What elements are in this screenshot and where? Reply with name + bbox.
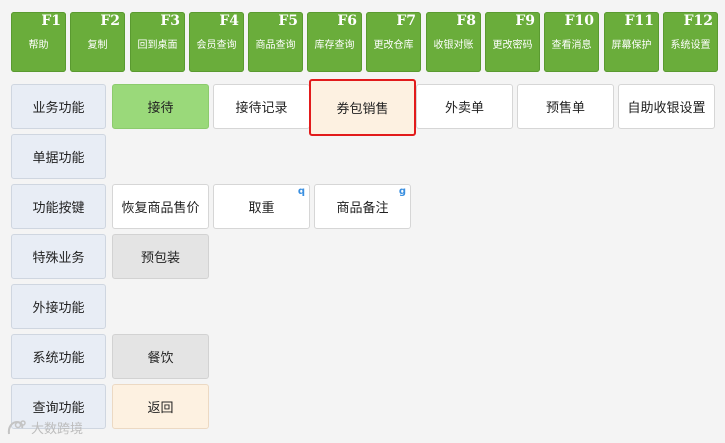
f3-action-label: 回到桌面 bbox=[137, 40, 178, 51]
f11-action-label: 屏幕保护 bbox=[611, 40, 652, 51]
f5-action-label: 商品查询 bbox=[255, 40, 296, 51]
f11-screensaver-button[interactable]: F11 屏幕保护 bbox=[604, 12, 659, 72]
catering-button[interactable]: 餐饮 bbox=[112, 334, 209, 379]
f7-key-label: F7 bbox=[396, 13, 416, 29]
f2-key-label: F2 bbox=[100, 13, 120, 29]
f9-change-password-button[interactable]: F9 更改密码 bbox=[485, 12, 540, 72]
f10-action-label: 查看消息 bbox=[551, 40, 592, 51]
category-system-functions[interactable]: 系统功能 bbox=[11, 334, 106, 379]
fetch-weight-hotkey: q bbox=[297, 186, 305, 197]
f10-key-label: F10 bbox=[564, 13, 594, 29]
f4-action-label: 会员查询 bbox=[196, 40, 237, 51]
f1-help-button[interactable]: F1 帮助 bbox=[11, 12, 66, 72]
f12-system-settings-button[interactable]: F12 系统设置 bbox=[663, 12, 718, 72]
f7-action-label: 更改仓库 bbox=[373, 40, 414, 51]
presale-order-button[interactable]: 预售单 bbox=[517, 84, 614, 129]
restore-product-price-button[interactable]: 恢复商品售价 bbox=[112, 184, 209, 229]
back-button[interactable]: 返回 bbox=[112, 384, 209, 429]
fetch-weight-button[interactable]: 取重 q bbox=[213, 184, 310, 229]
f1-key-label: F1 bbox=[41, 13, 61, 29]
f8-action-label: 收银对账 bbox=[433, 40, 474, 51]
f2-copy-button[interactable]: F2 复制 bbox=[70, 12, 125, 72]
prepackaged-button[interactable]: 预包装 bbox=[112, 234, 209, 279]
function-key-bar: F1 帮助 F2 复制 F3 回到桌面 F4 会员查询 F5 商品查询 F6 库… bbox=[0, 0, 725, 78]
f10-view-messages-button[interactable]: F10 查看消息 bbox=[544, 12, 599, 72]
f4-member-query-button[interactable]: F4 会员查询 bbox=[189, 12, 244, 72]
f6-inventory-query-button[interactable]: F6 库存查询 bbox=[307, 12, 362, 72]
f8-key-label: F8 bbox=[456, 13, 476, 29]
watermark-text: 大数跨境 bbox=[31, 422, 84, 437]
f1-action-label: 帮助 bbox=[28, 40, 49, 51]
takeout-order-button[interactable]: 外卖单 bbox=[416, 84, 513, 129]
f12-action-label: 系统设置 bbox=[670, 40, 711, 51]
category-business-functions[interactable]: 业务功能 bbox=[11, 84, 106, 129]
category-query-functions[interactable]: 查询功能 bbox=[11, 384, 106, 429]
coupon-sales-button[interactable]: 券包销售 bbox=[309, 79, 416, 136]
category-external-functions[interactable]: 外接功能 bbox=[11, 284, 106, 329]
f9-action-label: 更改密码 bbox=[492, 40, 533, 51]
f3-key-label: F3 bbox=[160, 13, 180, 29]
f2-action-label: 复制 bbox=[87, 40, 108, 51]
f7-change-warehouse-button[interactable]: F7 更改仓库 bbox=[366, 12, 421, 72]
f6-action-label: 库存查询 bbox=[314, 40, 355, 51]
f3-back-to-desktop-button[interactable]: F3 回到桌面 bbox=[130, 12, 185, 72]
f4-key-label: F4 bbox=[219, 13, 239, 29]
category-function-keys[interactable]: 功能按键 bbox=[11, 184, 106, 229]
reception-button[interactable]: 接待 bbox=[112, 84, 209, 129]
product-note-label: 商品备注 bbox=[336, 201, 389, 216]
fetch-weight-label: 取重 bbox=[248, 201, 275, 216]
category-special-business[interactable]: 特殊业务 bbox=[11, 234, 106, 279]
f8-cashier-reconcile-button[interactable]: F8 收银对账 bbox=[426, 12, 481, 72]
f12-key-label: F12 bbox=[683, 13, 713, 29]
f5-product-query-button[interactable]: F5 商品查询 bbox=[248, 12, 303, 72]
product-note-hotkey: g bbox=[398, 186, 406, 197]
watermark: 大数跨境 bbox=[6, 418, 83, 437]
f11-key-label: F11 bbox=[624, 13, 654, 29]
f6-key-label: F6 bbox=[337, 13, 357, 29]
f5-key-label: F5 bbox=[278, 13, 298, 29]
self-checkout-settings-button[interactable]: 自助收银设置 bbox=[618, 84, 715, 129]
f9-key-label: F9 bbox=[515, 13, 535, 29]
watermark-logo-icon bbox=[7, 419, 26, 434]
coupon-sales-label: 券包销售 bbox=[336, 102, 389, 117]
product-note-button[interactable]: 商品备注 g bbox=[314, 184, 411, 229]
category-document-functions[interactable]: 单据功能 bbox=[11, 134, 106, 179]
reception-record-button[interactable]: 接待记录 bbox=[213, 84, 310, 129]
